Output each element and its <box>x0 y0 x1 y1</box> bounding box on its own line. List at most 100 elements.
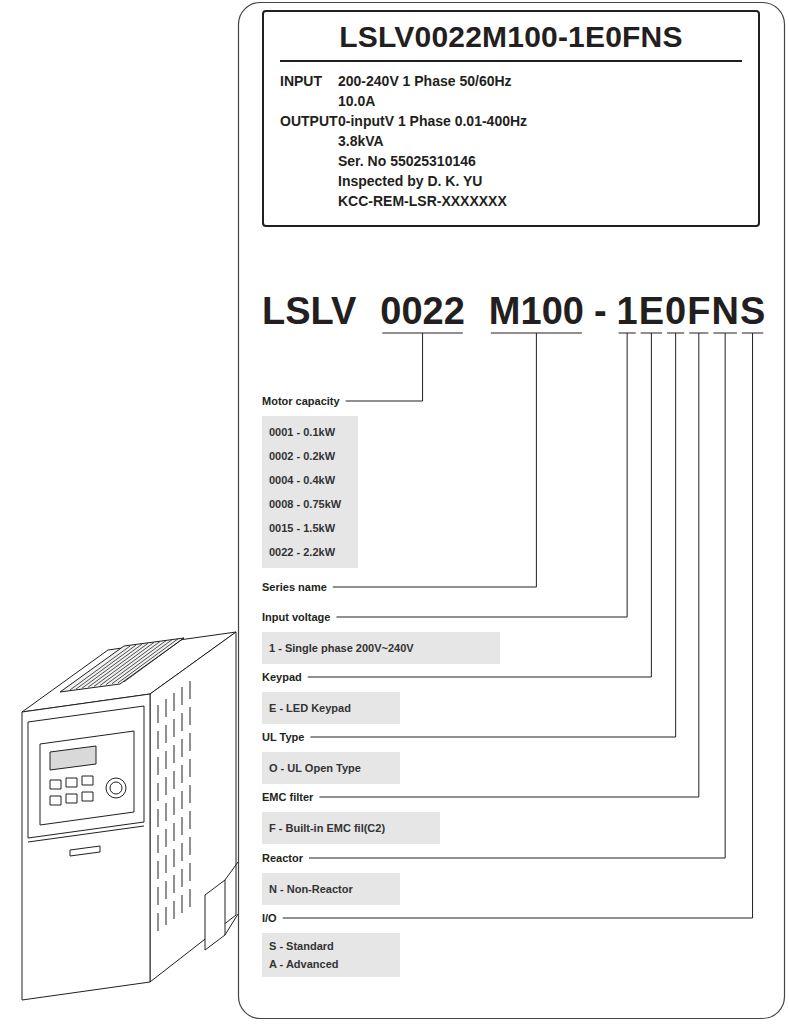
vent-slot <box>166 803 167 821</box>
vent-slot <box>174 719 175 737</box>
side-vents <box>158 681 190 931</box>
vent-slot <box>166 699 167 717</box>
top-vent <box>60 638 184 692</box>
keypad-display <box>50 746 96 770</box>
vent-slot <box>190 889 191 907</box>
rating-key: OUTPUT <box>280 112 338 131</box>
vent-slot <box>182 895 183 913</box>
callout-leader <box>225 862 238 880</box>
option-box: KeypadE - LED Keypad <box>262 692 400 724</box>
vent-slot <box>158 705 159 723</box>
vent-slot <box>190 785 191 803</box>
vent-slot <box>182 687 183 705</box>
option-box: ReactorN - Non-Reactor <box>262 873 400 905</box>
code-option: S - Standard <box>269 937 392 955</box>
code-option: N - Non-Reactor <box>269 877 392 901</box>
leader-line <box>308 333 652 677</box>
top-vent-slot <box>88 643 148 687</box>
rating-value: 200-240V 1 Phase 50/60Hz <box>338 72 742 91</box>
rating-value: 10.0A <box>338 92 742 111</box>
vent-slot <box>158 809 159 827</box>
rating-label <box>205 880 225 950</box>
code-heading: UL Type <box>262 730 304 744</box>
vent-slot <box>182 791 183 809</box>
vent-slot <box>158 835 159 853</box>
option-box: Input voltage1 - Single phase 200V~240V <box>262 632 500 664</box>
keypad-button <box>82 776 93 785</box>
front-cover <box>28 706 144 838</box>
nameplate-box: LSLV0022M100-1E0FNSINPUT200-240V 1 Phase… <box>262 10 760 227</box>
top-vent-slot <box>112 640 172 684</box>
vent-slot <box>190 863 191 881</box>
keypad-panel <box>40 731 134 825</box>
model-code-part: LSLV <box>262 292 356 330</box>
rating-key: INPUT <box>280 72 338 91</box>
vent-slot <box>174 849 175 867</box>
model-code-part: E <box>639 292 664 330</box>
keypad-knob <box>106 778 126 798</box>
rating-value: 0-inputV 1 Phase 0.01-400Hz <box>338 112 742 131</box>
keypad-knob <box>110 782 122 794</box>
keypad-button <box>66 778 77 787</box>
option-box: I/OS - StandardA - Advanced <box>262 933 400 977</box>
code-heading: Series name <box>262 580 327 594</box>
vent-slot <box>166 855 167 873</box>
leader-line <box>319 333 698 797</box>
model-code-part: 1 <box>617 292 638 330</box>
vent-slot <box>158 887 159 905</box>
vent-slot <box>166 777 167 795</box>
code-option: 0008 - 0.75kW <box>269 492 350 516</box>
vent-slot <box>166 751 167 769</box>
model-code-part: 0022 <box>380 292 465 330</box>
vent-slot <box>182 713 183 731</box>
code-heading: Reactor <box>262 851 303 865</box>
code-option: 0002 - 0.2kW <box>269 444 350 468</box>
vent-slot <box>190 811 191 829</box>
model-code-part: 0 <box>665 292 686 330</box>
vent-slot <box>190 681 191 699</box>
vent-slot <box>166 907 167 925</box>
vent-slot <box>174 745 175 763</box>
option-box: EMC filterF - Built-in EMC fil(C2) <box>262 812 440 844</box>
vent-slot <box>182 817 183 835</box>
code-option: 1 - Single phase 200V~240V <box>269 636 492 660</box>
code-option: E - LED Keypad <box>269 696 392 720</box>
cover-seam <box>28 826 144 842</box>
vent-slot <box>158 861 159 879</box>
vent-slot <box>158 913 159 931</box>
leader-line <box>310 333 675 737</box>
code-option: O - UL Open Type <box>269 756 392 780</box>
model-code-part: M100 <box>489 292 584 330</box>
model-code-part: N <box>711 292 738 330</box>
top-vent-slot <box>82 644 142 688</box>
vent-slot <box>174 797 175 815</box>
vent-slot <box>166 725 167 743</box>
leader-line <box>336 333 627 617</box>
top-vent-slot <box>118 639 178 683</box>
top-vent-slot <box>70 646 130 690</box>
keypad-button <box>66 794 77 803</box>
code-heading: Motor capacity <box>262 394 340 408</box>
vent-slot <box>174 771 175 789</box>
vent-slot <box>190 837 191 855</box>
top-vent-slot <box>76 645 136 689</box>
rating-value: Inspected by D. K. YU <box>338 172 742 191</box>
vent-slot <box>174 901 175 919</box>
vent-slot <box>190 759 191 777</box>
top-vent-slot <box>100 642 160 686</box>
model-code-part: - <box>594 292 607 330</box>
vent-slot <box>182 765 183 783</box>
code-heading: I/O <box>262 911 277 925</box>
front-face <box>22 694 150 1000</box>
vent-slot <box>182 843 183 861</box>
code-option: F - Built-in EMC fil(C2) <box>269 816 432 840</box>
keypad-button <box>82 792 93 801</box>
code-heading: Input voltage <box>262 610 330 624</box>
rating-value: 3.8kVA <box>338 132 742 151</box>
keypad-button <box>50 780 61 789</box>
vent-slot <box>158 783 159 801</box>
model-code-part: S <box>740 292 765 330</box>
rating-value: Ser. No 55025310146 <box>338 152 742 171</box>
vent-slot <box>190 733 191 751</box>
option-box: UL TypeO - UL Open Type <box>262 752 400 784</box>
